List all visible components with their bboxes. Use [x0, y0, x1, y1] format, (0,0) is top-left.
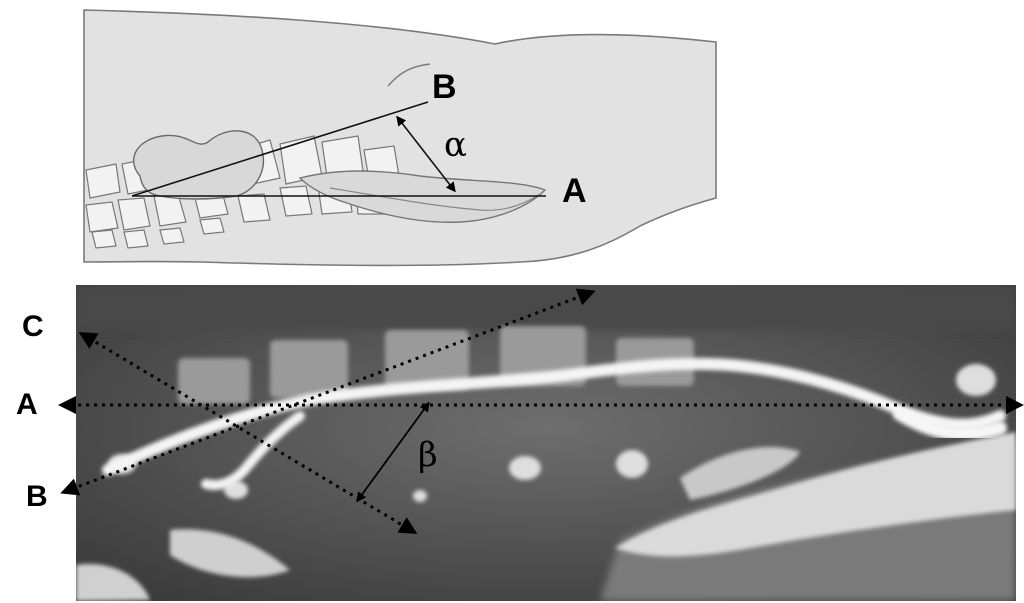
label-b-bottom: B	[26, 480, 48, 513]
label-a-bottom: A	[16, 388, 38, 421]
illustration-panel: B α A	[84, 10, 716, 265]
label-a-top: A	[562, 172, 587, 210]
label-c-bottom: C	[22, 310, 44, 343]
ct-dark-band	[76, 285, 1016, 330]
angle-alpha-label: α	[444, 125, 467, 165]
ct-panel: C A B β	[16, 285, 1020, 601]
angle-beta-label: β	[418, 435, 438, 475]
label-b-top: B	[432, 68, 457, 106]
